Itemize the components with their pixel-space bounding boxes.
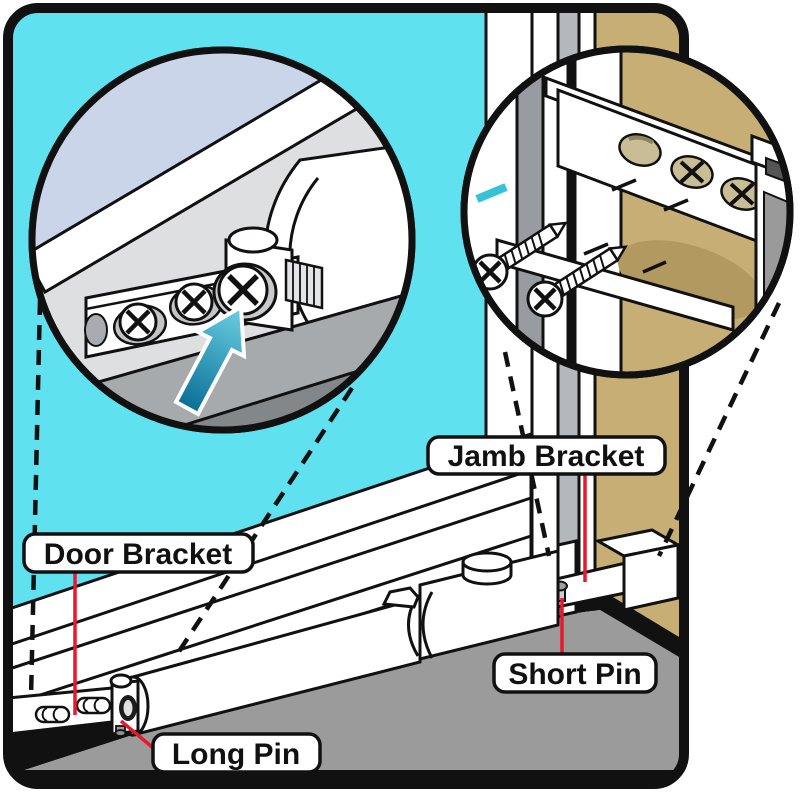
label-long-pin: Long Pin — [151, 732, 322, 774]
mounting-screw — [471, 221, 568, 291]
phillips-cross-icon — [478, 260, 502, 284]
door-bracket-label-text: Door Bracket — [44, 538, 232, 571]
bracket-hole — [670, 155, 714, 189]
phillips-cross-icon — [679, 160, 705, 184]
phillips-cross-icon — [227, 274, 259, 306]
bracket-screw — [112, 302, 168, 346]
screw-path-dashes — [464, 183, 508, 233]
illustration-frame-border — [3, 3, 689, 789]
closer-mount-tab — [381, 586, 420, 609]
mounting-screw — [526, 245, 628, 318]
door-bracket-installed — [8, 673, 140, 737]
door-sweep-threshold — [8, 588, 684, 778]
bracket-screw — [168, 282, 224, 326]
knurled-barrel — [284, 258, 324, 310]
short-pin-label-text: Short Pin — [508, 658, 641, 691]
long-pin-assembly — [109, 673, 140, 737]
long-pin-tip — [114, 729, 127, 737]
up-arrow-icon — [173, 303, 247, 417]
label-short-pin: Short Pin — [492, 652, 658, 694]
bracket-hole — [720, 177, 764, 211]
bracket-hole-shadow — [84, 313, 108, 347]
alignment-dashes — [583, 178, 689, 274]
long-pin-label-text: Long Pin — [172, 738, 300, 771]
dashed-connector-left-b — [174, 386, 354, 658]
door-bracket-slot — [75, 696, 112, 715]
label-door-bracket: Door Bracket — [22, 532, 255, 574]
dashed-connector-left-a — [28, 299, 43, 699]
pivot-dome — [109, 673, 133, 689]
long-pin-detail — [212, 226, 324, 332]
label-jamb-bracket: Jamb Bracket — [426, 435, 667, 476]
pivot-dome-detail — [227, 226, 279, 254]
phillips-cross-icon — [125, 309, 151, 335]
jamb-bracket-end-plate — [622, 543, 680, 612]
dashed-connector-right-b — [656, 302, 782, 557]
jamb-bracket-label-text: Jamb Bracket — [448, 440, 645, 473]
phillips-cross-icon — [181, 289, 207, 315]
hold-open-knob — [461, 551, 513, 586]
door-bracket-slot — [34, 705, 71, 724]
phillips-cross-icon — [533, 287, 557, 311]
phillips-cross-icon — [729, 182, 755, 206]
